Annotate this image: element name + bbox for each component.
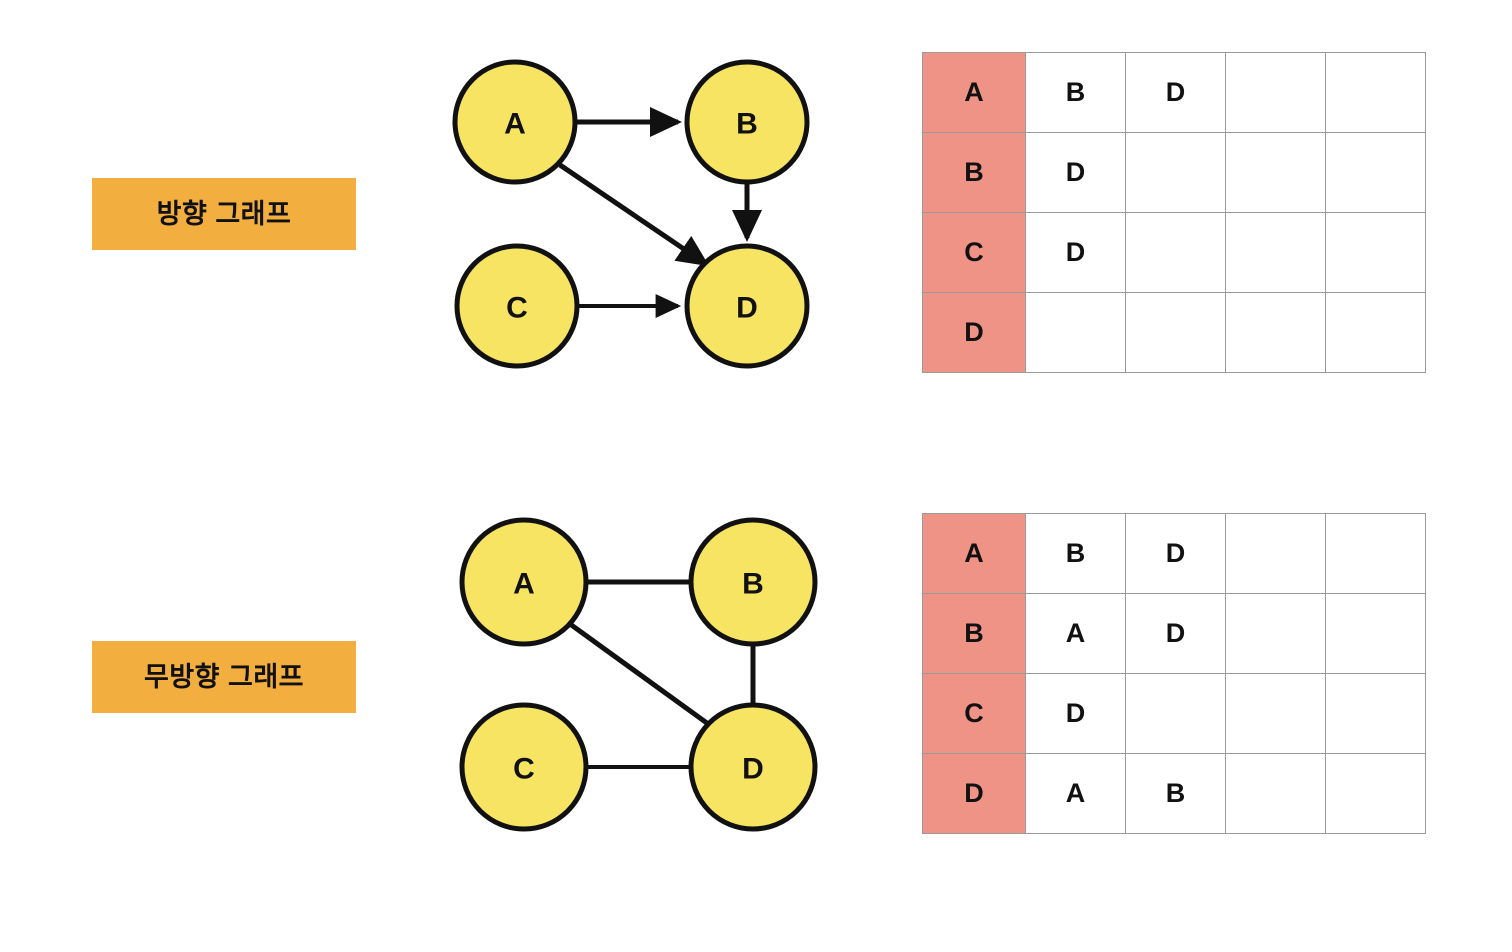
table-row: A B D (922, 513, 1426, 594)
table-row: B D (922, 132, 1426, 213)
cell (1325, 513, 1426, 594)
cell: D (1125, 52, 1226, 133)
directed-graph-diagram: A B C D (0, 0, 900, 430)
row-header-d: D (922, 753, 1026, 834)
undirected-adjacency-table: A B D B A D C D D A B (922, 513, 1426, 834)
cell (1325, 132, 1426, 213)
row-header-a: A (922, 513, 1026, 594)
cell: D (1025, 212, 1126, 293)
cell: D (1125, 513, 1226, 594)
cell: D (1125, 593, 1226, 674)
undirected-node-b-label: B (742, 568, 764, 601)
cell: B (1025, 513, 1126, 594)
table-row: B A D (922, 593, 1426, 674)
cell (1225, 292, 1326, 373)
undirected-node-d-label: D (742, 753, 764, 786)
cell: D (1025, 673, 1126, 754)
cell (1325, 52, 1426, 133)
cell: B (1125, 753, 1226, 834)
table-row: C D (922, 212, 1426, 293)
directed-node-c-label: C (506, 292, 528, 325)
row-header-b: B (922, 132, 1026, 213)
cell (1125, 292, 1226, 373)
directed-edge-a-to-d (558, 162, 710, 267)
undirected-node-c-label: C (513, 753, 535, 786)
cell: B (1025, 52, 1126, 133)
cell: D (1025, 132, 1126, 213)
row-header-c: C (922, 673, 1026, 754)
cell (1325, 212, 1426, 293)
cell (1225, 593, 1326, 674)
directed-node-d[interactable]: D (684, 243, 810, 369)
row-header-a: A (922, 52, 1026, 133)
undirected-graph-diagram: A B C D (0, 460, 900, 890)
cell (1225, 673, 1326, 754)
row-header-b: B (922, 593, 1026, 674)
undirected-node-d[interactable]: D (688, 702, 818, 832)
cell (1125, 132, 1226, 213)
category-label-directed: 방향 그래프 (92, 178, 356, 250)
category-label-undirected: 무방향 그래프 (92, 641, 356, 713)
cell (1325, 292, 1426, 373)
directed-node-b-label: B (736, 108, 758, 141)
cell (1225, 52, 1326, 133)
table-row: C D (922, 673, 1426, 754)
cell (1225, 212, 1326, 293)
row-header-d: D (922, 292, 1026, 373)
cell (1125, 673, 1226, 754)
cell (1225, 132, 1326, 213)
directed-node-c[interactable]: C (454, 243, 580, 369)
cell (1025, 292, 1126, 373)
directed-node-a-label: A (504, 108, 526, 141)
cell (1225, 513, 1326, 594)
cell (1325, 593, 1426, 674)
row-header-c: C (922, 212, 1026, 293)
directed-node-b[interactable]: B (684, 59, 810, 185)
directed-adjacency-table: A B D B D C D D (922, 52, 1426, 373)
cell (1225, 753, 1326, 834)
directed-node-d-label: D (736, 292, 758, 325)
cell (1325, 753, 1426, 834)
table-row: A B D (922, 52, 1426, 133)
directed-node-a[interactable]: A (452, 59, 578, 185)
undirected-edge-a-d (568, 621, 713, 729)
undirected-node-a[interactable]: A (459, 517, 589, 647)
cell: A (1025, 593, 1126, 674)
table-row: D (922, 292, 1426, 373)
undirected-node-a-label: A (513, 568, 535, 601)
cell: A (1025, 753, 1126, 834)
undirected-node-c[interactable]: C (459, 702, 589, 832)
cell (1125, 212, 1226, 293)
undirected-node-b[interactable]: B (688, 517, 818, 647)
table-row: D A B (922, 753, 1426, 834)
cell (1325, 673, 1426, 754)
